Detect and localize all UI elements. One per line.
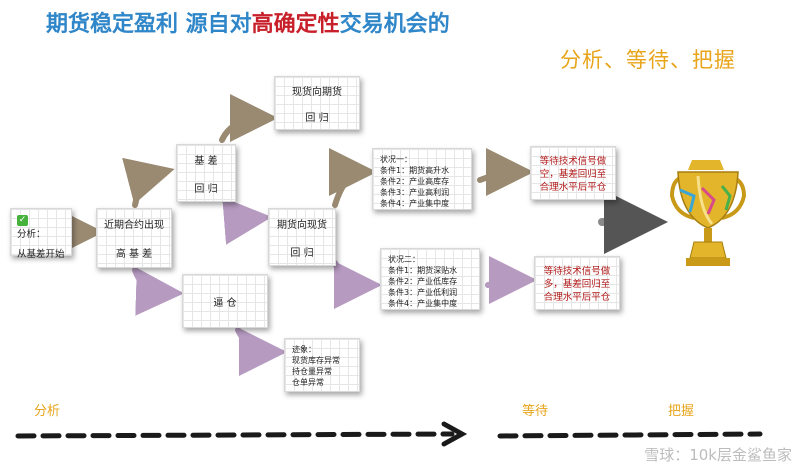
checkmark-icon: ✓ — [17, 215, 28, 226]
box-case-one: 状况一： 条件1：期货高升水 条件2：产业高库存 条件3：产业高利润 条件4：产… — [372, 148, 472, 210]
progress-arrowhead — [441, 421, 468, 447]
title-highlight: 高确定性 — [251, 12, 340, 37]
box-futures-to-spot: 期货向现货 回 归 — [268, 208, 336, 266]
arrow-basis-return-to-spot-futures — [219, 94, 278, 143]
box-start-analysis: ✓分析： 从基差开始 — [10, 208, 72, 260]
progress-dashed-arrow-2 — [497, 431, 763, 439]
arrow-futures-spot-to-case1 — [328, 148, 377, 208]
stage-grasp: 把握 — [668, 404, 695, 419]
arrow-case1-to-wait1 — [477, 148, 534, 197]
page-title: 期货稳定盈利 源自对高确定性交易机会的 — [46, 12, 450, 37]
arrow-high-basis-to-basis-return — [122, 157, 175, 208]
box-wait-long: 等待技术信号做 多，基差回归至 合理水平后平仓 — [534, 256, 620, 310]
box-signs: 迹象： 现货库存异常 持仓量异常 仓单异常 — [284, 338, 360, 392]
arrow-high-basis-to-squeeze — [132, 267, 184, 316]
box-basis-return: 基 差 回 归 — [176, 144, 236, 202]
stage-wait: 等待 — [522, 404, 549, 419]
box-high-basis: 近期合约出现 高 基 差 — [96, 208, 172, 268]
watermark: 雪球：10k层金鲨鱼家 — [644, 446, 792, 464]
box-case-two: 状况二： 条件1：期货深贴水 条件2：产业低库存 条件3：产业低利润 条件4：产… — [380, 248, 480, 310]
page-subtitle: 分析、等待、把握 — [560, 48, 736, 72]
box-squeeze: 逼 仓 — [182, 274, 268, 328]
trophy-icon — [669, 160, 747, 266]
stage-analyze: 分析 — [34, 404, 61, 419]
box-spot-to-futures: 现货向期货 回 归 — [274, 76, 360, 130]
arrow-futures-spot-to-case2 — [332, 260, 382, 309]
box-wait-short: 等待技术信号做 空，基差回归至 合理水平后平仓 — [530, 146, 616, 200]
progress-dashed-arrow — [15, 431, 455, 439]
arrow-squeeze-to-signs — [235, 327, 287, 376]
arrow-case2-to-wait2 — [485, 256, 537, 305]
arrow-basis-return-to-futures-spot — [222, 196, 272, 245]
